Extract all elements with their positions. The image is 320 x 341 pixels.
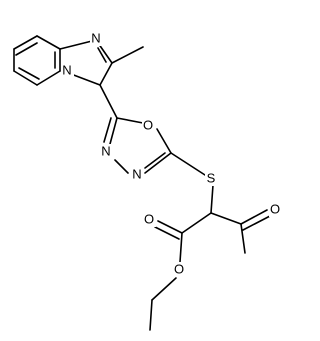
bond [240, 209, 268, 225]
bond [70, 73, 101, 86]
bond [157, 220, 183, 234]
bond [156, 128, 172, 154]
bond [149, 299, 153, 331]
bond [103, 117, 112, 143]
atom-label: N [132, 167, 141, 182]
bond [15, 42, 38, 56]
bond [181, 212, 212, 234]
atoms: N N O N N S O O [61, 31, 282, 277]
bond [13, 70, 38, 86]
bond [99, 62, 113, 86]
atom-label: O [144, 212, 154, 227]
bond [114, 159, 129, 174]
bond [116, 117, 144, 124]
bond [144, 152, 166, 169]
bond [151, 277, 177, 301]
atom-o-oxadiazole: O [142, 118, 155, 133]
bonds [13, 35, 271, 331]
bond [97, 47, 107, 63]
molecule-structure-diagram: N N O N N S O O [13, 31, 282, 331]
atom-n-oxadiazole-1: N [100, 144, 113, 159]
atom-o-ester-carbonyl: O [143, 212, 156, 227]
bond [179, 232, 183, 263]
bond [210, 184, 214, 214]
bond [36, 35, 61, 50]
bond [109, 117, 118, 145]
atom-label: S [207, 171, 216, 186]
atom-label: N [62, 63, 71, 78]
atom-n-oxadiazole-2: N [131, 167, 144, 182]
atom-o-ketone: O [269, 202, 282, 217]
atom-label: N [91, 31, 100, 46]
atom-n-imidazole: N [90, 31, 103, 46]
atom-s-thioether: S [205, 171, 218, 186]
bond [36, 70, 61, 86]
bond [242, 215, 271, 231]
bond [111, 46, 144, 64]
bond [144, 152, 172, 174]
atom-n-bridge: N [61, 63, 74, 78]
bond [99, 84, 118, 119]
atom-label: O [270, 202, 280, 217]
bond [13, 35, 38, 50]
bond [240, 223, 246, 254]
bond [154, 226, 180, 240]
atom-label: N [101, 144, 110, 159]
bond [18, 67, 40, 80]
atom-label: O [174, 262, 184, 277]
bond [170, 152, 206, 176]
atom-o-ester-alkoxy: O [173, 262, 186, 277]
bond [210, 212, 242, 225]
atom-label: O [143, 118, 153, 133]
